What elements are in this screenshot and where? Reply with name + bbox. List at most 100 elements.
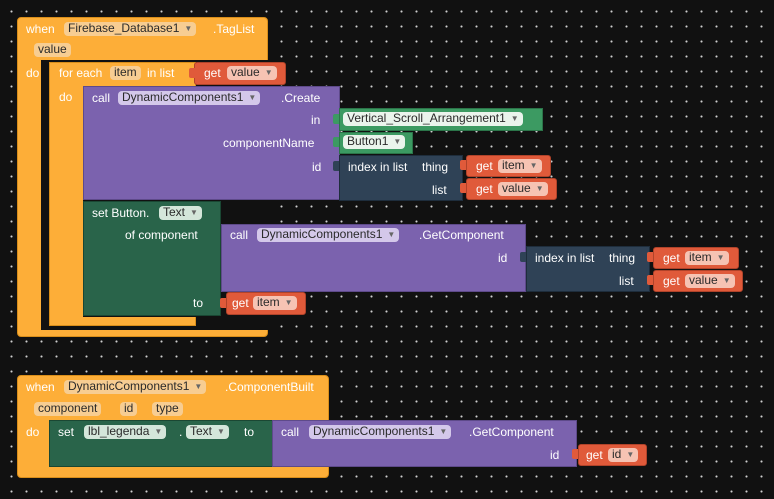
chevron-down-icon: ▼ xyxy=(194,382,203,391)
button1-dropdown[interactable]: Button1▼ xyxy=(343,134,406,149)
get-value-dropdown[interactable]: value ▼ xyxy=(227,66,277,80)
list-label-1: list xyxy=(432,183,447,197)
chevron-down-icon: ▼ xyxy=(284,298,293,307)
getcomponent-dropdown[interactable]: DynamicComponents1 ▼ xyxy=(257,227,400,242)
get-item-text: item xyxy=(257,295,280,309)
set-prop-text: Text xyxy=(163,205,186,219)
get-label: get xyxy=(663,274,680,288)
index-in-list-label-2: index in list xyxy=(535,251,595,265)
of-component-label: of component xyxy=(125,228,198,242)
componentName-label: componentName xyxy=(223,136,315,150)
index-notch-2 xyxy=(520,252,526,262)
set-label: set Button. xyxy=(92,206,150,220)
get-id-text: id xyxy=(612,447,622,461)
getcomponent-dropdown[interactable]: DynamicComponents1 ▼ xyxy=(309,424,452,439)
chevron-down-icon: ▼ xyxy=(264,68,273,77)
create-call-block[interactable] xyxy=(83,86,340,200)
get-notch xyxy=(572,449,578,459)
foreach-label: for each xyxy=(59,66,103,80)
component-dropdown[interactable]: DynamicComponents1 ▼ xyxy=(64,379,207,394)
call-label: call xyxy=(281,425,300,439)
get-id-dropdown[interactable]: id ▼ xyxy=(608,447,639,462)
index-in-list-block-1[interactable] xyxy=(339,155,463,201)
create-component-text: DynamicComponents1 xyxy=(122,90,244,104)
chevron-down-icon: ▼ xyxy=(626,450,635,459)
param-id[interactable]: id xyxy=(120,402,138,416)
id-label: id xyxy=(312,160,322,174)
get-label: get xyxy=(204,66,221,80)
do-label: do xyxy=(26,425,40,439)
get-item-dropdown[interactable]: item ▼ xyxy=(685,251,729,265)
index-in-list-block-2[interactable] xyxy=(526,246,650,292)
arrangement-text: Vertical_Scroll_Arrangement1 xyxy=(347,111,506,125)
get-value-text: value xyxy=(689,273,718,287)
event-name: .TagList xyxy=(213,22,255,36)
param-component[interactable]: component xyxy=(34,402,102,416)
get-label: get xyxy=(232,296,249,310)
get-value-text: value xyxy=(502,181,531,195)
get-label: get xyxy=(586,448,603,462)
get-label: get xyxy=(476,159,493,173)
button1-text: Button1 xyxy=(347,134,389,148)
set-button-text-block[interactable] xyxy=(83,201,221,316)
chevron-down-icon: ▼ xyxy=(716,253,725,262)
chevron-down-icon: ▼ xyxy=(184,24,193,33)
foreach-var[interactable]: item xyxy=(110,66,141,80)
arrangement-dropdown[interactable]: Vertical_Scroll_Arrangement1 ▼ xyxy=(343,112,523,126)
do-label: do xyxy=(26,66,40,80)
set-prop-dropdown[interactable]: Text ▼ xyxy=(159,206,202,220)
to-label: to xyxy=(193,296,204,310)
create-component-dropdown[interactable]: DynamicComponents1 ▼ xyxy=(118,90,261,105)
get-notch xyxy=(460,183,466,193)
set-label: set xyxy=(58,425,75,439)
getcomponent-method: .GetComponent xyxy=(469,425,554,439)
set-target-dropdown[interactable]: lbl_legenda ▼ xyxy=(84,424,167,439)
set-prop-text: Text xyxy=(190,424,213,438)
in-label: in xyxy=(311,113,321,127)
to-label: to xyxy=(244,425,255,439)
set-prop-dropdown[interactable]: Text▼ xyxy=(186,425,229,439)
index-notch-1 xyxy=(333,161,339,171)
button1-notch xyxy=(333,137,339,147)
get-label: get xyxy=(663,251,680,265)
call-label: call xyxy=(230,228,249,242)
getcomponent-text: DynamicComponents1 xyxy=(313,424,435,438)
dot-label: . xyxy=(179,425,183,439)
get-value-dropdown[interactable]: value ▼ xyxy=(498,182,548,196)
chevron-down-icon: ▼ xyxy=(154,427,163,436)
chevron-down-icon: ▼ xyxy=(535,184,544,193)
chevron-down-icon: ▼ xyxy=(722,276,731,285)
chevron-down-icon: ▼ xyxy=(510,114,519,123)
get-notch xyxy=(647,275,653,285)
arrangement-notch xyxy=(333,114,339,124)
chevron-down-icon: ▼ xyxy=(529,161,538,170)
set-target-text: lbl_legenda xyxy=(88,424,150,438)
param-type[interactable]: type xyxy=(152,402,183,416)
get-notch xyxy=(647,252,653,262)
get-item-text: item xyxy=(689,250,712,264)
get-item-dropdown[interactable]: item ▼ xyxy=(498,159,542,173)
get-value-text: value xyxy=(231,65,260,79)
getcomponent-text: DynamicComponents1 xyxy=(261,227,383,241)
chevron-down-icon: ▼ xyxy=(439,427,448,436)
when-label: when xyxy=(26,22,55,36)
get-notch xyxy=(189,68,195,78)
component-dropdown[interactable]: Firebase_Database1 ▼ xyxy=(64,21,197,36)
get-value-dropdown[interactable]: value ▼ xyxy=(685,274,735,288)
thing-label-1: thing xyxy=(422,160,449,174)
create-method: .Create xyxy=(281,91,321,105)
id-label: id xyxy=(498,251,508,265)
chevron-down-icon: ▼ xyxy=(387,230,396,239)
event-name: .ComponentBuilt xyxy=(225,380,314,394)
get-notch xyxy=(460,160,466,170)
chevron-down-icon: ▼ xyxy=(190,208,198,217)
get-item-text: item xyxy=(502,158,525,172)
param-value[interactable]: value xyxy=(34,43,71,57)
index-in-list-label-1: index in list xyxy=(348,160,408,174)
component-name: DynamicComponents1 xyxy=(68,379,190,393)
get-item-dropdown[interactable]: item ▼ xyxy=(253,296,297,310)
id-label: id xyxy=(550,448,560,462)
in-list-label: in list xyxy=(147,66,175,80)
chevron-down-icon: ▼ xyxy=(248,93,257,102)
component-name: Firebase_Database1 xyxy=(68,21,180,35)
